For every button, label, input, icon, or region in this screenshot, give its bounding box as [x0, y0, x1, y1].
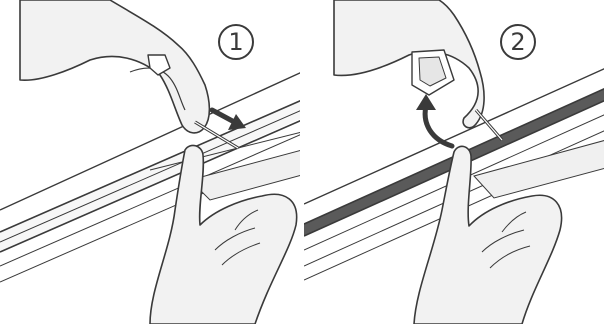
- step-2-panel: 2: [302, 0, 604, 324]
- step-number-label: 1: [228, 28, 243, 56]
- step-1-illustration: [0, 0, 302, 324]
- upper-hand: [334, 0, 484, 128]
- step-1-panel: 1: [0, 0, 302, 324]
- step-number-badge: 2: [500, 24, 536, 60]
- upper-hand: [20, 0, 209, 133]
- step-2-illustration: [304, 0, 604, 324]
- arrow-right-icon: [212, 110, 246, 130]
- arrow-curved-up-icon: [416, 94, 452, 146]
- step-number-label: 2: [510, 28, 525, 56]
- step-number-badge: 1: [218, 24, 254, 60]
